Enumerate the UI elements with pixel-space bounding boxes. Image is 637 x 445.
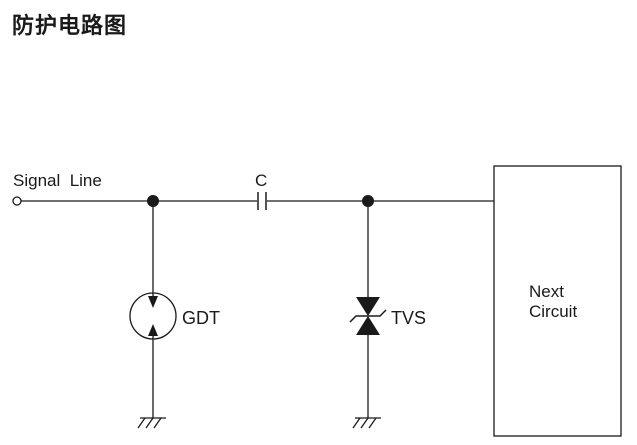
next-circuit-box [493,165,622,437]
next-circuit-label-line2: Circuit [529,302,577,321]
input-terminal [12,196,22,206]
diagram-title: 防护电路图 [12,14,128,39]
tvs-diode-upper [356,297,380,316]
next-circuit-label-line1: Next [529,282,564,301]
tvs-diode-lower [356,316,380,335]
gdt-arrow-top [148,296,158,308]
tvs-zener-bar [349,309,387,323]
gdt-label: GDT [182,308,220,328]
ground-symbol-tvs [352,417,381,429]
tvs-label: TVS [391,308,426,328]
signal-line-label: Signal Line [13,171,102,190]
ground-symbol-gdt [137,417,166,429]
capacitor-label: C [255,171,267,190]
